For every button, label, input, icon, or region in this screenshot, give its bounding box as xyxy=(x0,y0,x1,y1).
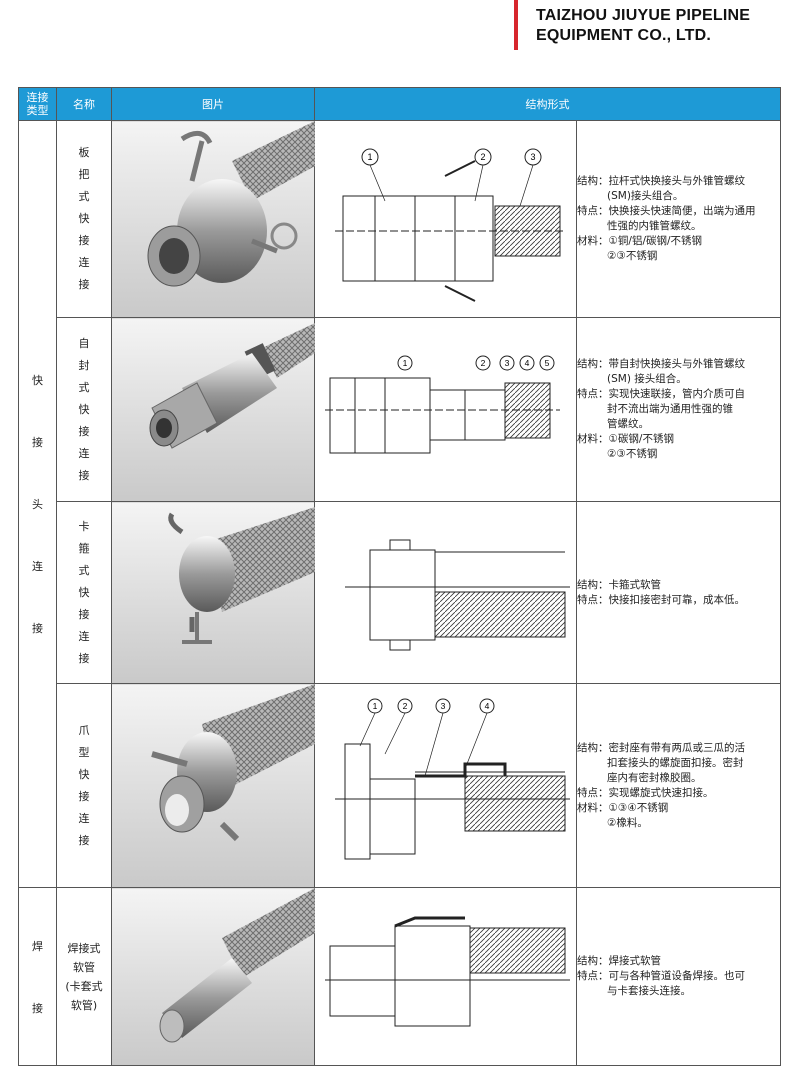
welded-hose-diagram xyxy=(325,916,570,1027)
table-row: 快接头连接 板把式快接连接 xyxy=(18,120,781,888)
claw-coupling-photo xyxy=(151,684,315,842)
callout-label: 3 xyxy=(530,152,535,162)
table-row: 自封式快接连接 xyxy=(19,317,781,502)
lever-coupling-diagram: 1 2 3 xyxy=(335,148,565,302)
header-image: 图片 xyxy=(111,87,315,121)
group-welded: 焊接 xyxy=(18,887,57,1066)
callout-label: 1 xyxy=(403,358,408,368)
structure-diagram: 1 2 3 4 5 xyxy=(314,317,577,502)
callout-label: 1 xyxy=(373,701,378,711)
clamp-coupling-photo xyxy=(168,507,315,644)
structure-description: 结构：带自封快换接头与外锥管螺纹 (SM) 接头组合。 特点：实现快速联接，管内… xyxy=(576,317,781,502)
accent-bar xyxy=(514,0,518,50)
callout-label: 4 xyxy=(525,358,530,368)
product-photo xyxy=(111,683,315,888)
group-quick-connect: 快接头连接 xyxy=(18,120,57,888)
table-row: 焊接 焊接式软管(卡套式软管) xyxy=(18,887,781,1066)
claw-coupling-diagram: 1 2 3 4 xyxy=(335,698,570,860)
structure-diagram: 1 2 3 4 xyxy=(314,683,577,888)
welded-hose-photo xyxy=(159,888,315,1043)
callout-label: 2 xyxy=(480,152,485,162)
callout-label: 5 xyxy=(545,358,550,368)
self-seal-coupling-photo xyxy=(149,323,315,449)
clamp-coupling-diagram xyxy=(345,539,570,651)
structure-diagram: 1 2 3 xyxy=(314,120,577,318)
callout-label: 1 xyxy=(367,152,372,162)
company-name: TAIZHOU JIUYUE PIPELINE EQUIPMENT CO., L… xyxy=(536,6,750,46)
table-header-row: 连接类型 名称 图片 结构形式 xyxy=(18,87,781,121)
callout-label: 3 xyxy=(505,358,510,368)
product-spec-table: 连接类型 名称 图片 结构形式 快接头连接 板把式快接连接 xyxy=(18,87,781,1066)
header-structure: 结构形式 xyxy=(314,87,781,121)
callout-label: 2 xyxy=(481,358,486,368)
callout-label: 2 xyxy=(403,701,408,711)
table-row: 爪型快接连接 xyxy=(19,683,781,888)
header-connection-type: 连接类型 xyxy=(18,87,57,121)
callout-label: 3 xyxy=(441,701,446,711)
structure-description: 结构：密封座有带有两瓜或三瓜的活 扣套接头的螺旋面扣接。密封 座内有密封橡胶圈。… xyxy=(576,683,781,888)
company-name-line1: TAIZHOU JIUYUE PIPELINE xyxy=(536,7,751,24)
structure-description: 结构：卡箍式软管 特点：快接扣接密封可靠，成本低。 xyxy=(576,501,781,684)
camlock-coupling-photo xyxy=(147,121,315,287)
header-name: 名称 xyxy=(56,87,112,121)
product-name: 焊接式软管(卡套式软管) xyxy=(56,887,112,1066)
structure-diagram xyxy=(314,501,577,684)
self-seal-coupling-diagram: 1 2 3 4 5 xyxy=(325,355,560,454)
product-photo xyxy=(111,120,315,318)
product-name: 板把式快接连接 xyxy=(56,120,112,318)
callout-label: 4 xyxy=(485,701,490,711)
product-name: 爪型快接连接 xyxy=(56,683,112,888)
table-row: 卡箍式快接连接 结构：卡箍式软 xyxy=(19,501,781,684)
product-photo xyxy=(111,501,315,684)
structure-description: 结构：拉杆式快换接头与外锥管螺纹 (SM)接头组合。 特点：快换接头快速简便，出… xyxy=(576,120,781,318)
product-photo xyxy=(111,317,315,502)
company-name-line2: EQUIPMENT CO., LTD. xyxy=(536,27,712,44)
structure-diagram xyxy=(314,887,577,1066)
structure-description: 结构：焊接式软管 特点：可与各种管道设备焊接。也可 与卡套接头连接。 xyxy=(576,887,781,1066)
product-name: 自封式快接连接 xyxy=(56,317,112,502)
product-name: 卡箍式快接连接 xyxy=(56,501,112,684)
product-photo xyxy=(111,887,315,1066)
